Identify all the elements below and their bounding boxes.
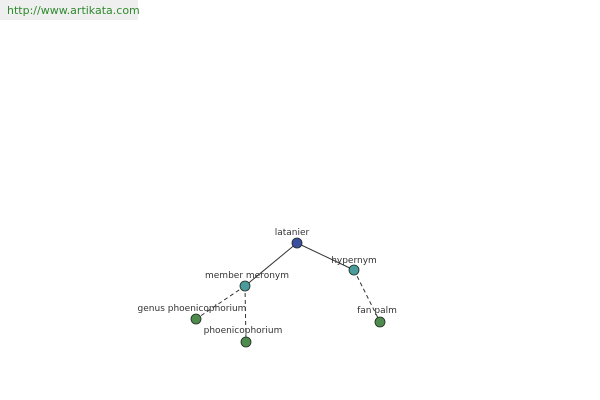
node-member-meronym-dot[interactable] — [239, 280, 251, 292]
node-phoenicophorium-dot[interactable] — [240, 336, 252, 348]
node-hypernym-label: hypernym — [331, 256, 377, 266]
node-genus-phoenicophorium[interactable]: genus phoenicophorium — [138, 304, 247, 325]
edge-member-meronym-genus — [195, 285, 246, 320]
edge-root-hypernym — [296, 242, 355, 271]
edge-hypernym-fan-palm — [353, 269, 381, 323]
node-hypernym-dot[interactable] — [348, 264, 360, 276]
node-fan-palm-dot[interactable] — [374, 316, 386, 328]
site-header: http://www.artikata.com — [0, 0, 140, 20]
node-genus-phoenicophorium-dot[interactable] — [190, 313, 202, 325]
node-hypernym[interactable]: hypernym — [331, 256, 377, 276]
node-member-meronym-label: member meronym — [205, 271, 289, 281]
edge-root-member-meronym — [244, 242, 298, 287]
edge-member-meronym-phoenicophorium — [244, 285, 247, 343]
node-phoenicophorium-label: phoenicophorium — [204, 326, 283, 336]
node-phoenicophorium[interactable]: phoenicophorium — [204, 326, 283, 348]
graph-edges — [195, 242, 381, 343]
node-fan-palm-label: fan palm — [357, 306, 397, 316]
node-root-dot[interactable] — [291, 237, 303, 249]
node-root-label: latanier — [275, 228, 310, 238]
node-genus-phoenicophorium-label: genus phoenicophorium — [138, 304, 247, 314]
node-member-meronym[interactable]: member meronym — [205, 271, 289, 292]
node-fan-palm[interactable]: fan palm — [357, 306, 397, 328]
site-url-link[interactable]: http://www.artikata.com — [7, 4, 140, 17]
node-root[interactable]: latanier — [275, 228, 310, 249]
